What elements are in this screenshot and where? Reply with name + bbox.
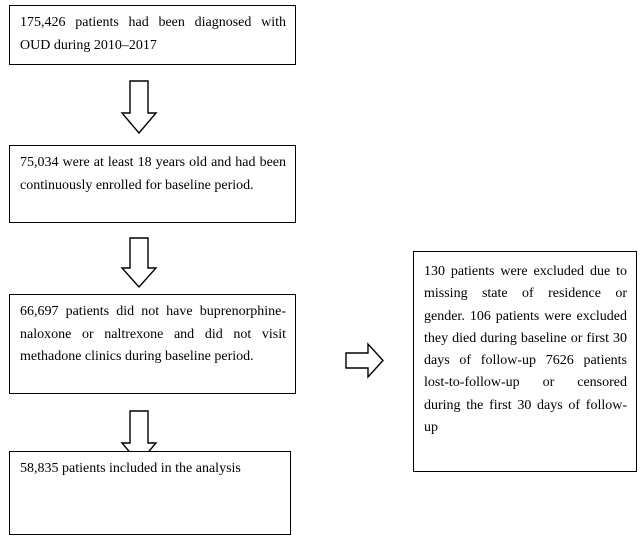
exclusion-text-line: days of follow-up [424, 397, 627, 436]
step-box-text-line: 66,697 patients did not have buprenorphi… [20, 304, 286, 319]
exclusion-text-line: gender. [424, 308, 465, 324]
step-box-text-line: methadone clinics during baseline period… [20, 349, 254, 364]
exclusion-text-line: or censored during the first 30 [424, 375, 627, 413]
exclusion-text-line: to missing state of residence or [424, 264, 627, 302]
step-box-adult-enrolled: 75,034 were at least 18 years old and ha… [9, 145, 296, 223]
step-box-text-line: OUD during 2010–2017 [20, 37, 157, 53]
exclusion-text-line: 7626 patients lost-to-follow-up [424, 353, 628, 391]
down-arrow-icon [120, 237, 158, 289]
step-box-text-line: period. [214, 177, 254, 193]
step-box-text-line: been continuously enrolled for baseline [20, 155, 286, 193]
right-arrow-icon [345, 342, 384, 379]
step-box-text-line: 75,034 were at least 18 years old and ha… [20, 155, 256, 170]
step-box-text-line: naloxone or naltrexone and did not visit [20, 326, 286, 342]
exclusion-text-line: days of follow-up [424, 353, 536, 369]
step-box-diagnosed: 175,426 patients had been diagnosed with… [9, 5, 296, 65]
exclusion-text-line: died during baseline or first 30 [452, 330, 627, 346]
step-box-text-line: 58,835 patients included in the analysis [20, 461, 241, 476]
exclusion-text-line: 130 patients were excluded due [424, 264, 611, 279]
step-box-included: 58,835 patients included in the analysis [9, 451, 291, 535]
down-arrow-icon [120, 80, 158, 135]
step-box-text-line: 175,426 patients had been diagnosed with [20, 15, 286, 30]
step-box-no-prior-treatment: 66,697 patients did not have buprenorphi… [9, 294, 296, 394]
exclusion-text-line: 106 patients were excluded they [424, 308, 628, 346]
exclusions-box: 130 patients were excluded due to missin… [413, 251, 637, 472]
